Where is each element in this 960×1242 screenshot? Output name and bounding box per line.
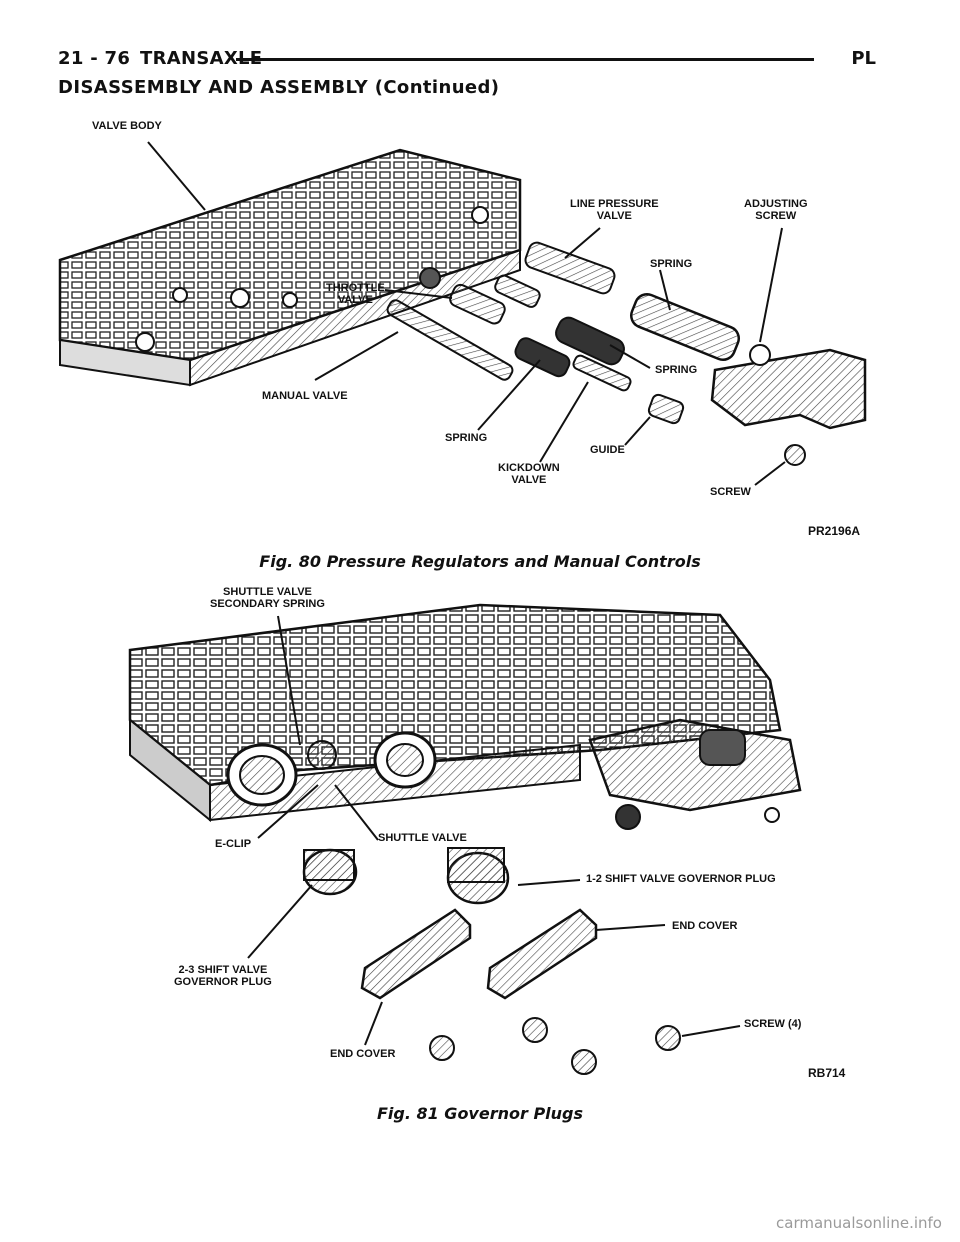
manual-valve-drawing [386,299,514,381]
label-shuttle-valve-secondary-spring: SHUTTLE VALVE SECONDARY SPRING [210,586,325,610]
label-screw: SCREW [710,486,751,498]
page-header: 21 - 76 TRANSAXLE PL [58,46,876,74]
line-pressure-valve-drawing [524,241,616,295]
figure-80-illustration [58,141,867,486]
label-1-2-shift-valve-governor-plug: 1-2 SHIFT VALVE GOVERNOR PLUG [586,873,776,885]
label-guide: GUIDE [590,444,625,456]
end-cover-right-drawing [486,908,598,1000]
label-line-pressure-valve: LINE PRESSURE VALVE [570,198,659,222]
label-end-cover-left: END COVER [330,1048,396,1060]
footer-watermark[interactable]: carmanualsonline.info [776,1214,942,1232]
section-heading: DISASSEMBLY AND ASSEMBLY (Continued) [58,77,500,98]
label-throttle-valve: THROTTLE VALVE [326,282,385,306]
screw-drawing [784,444,806,466]
header-rule [236,58,814,61]
label-screw-4: SCREW (4) [744,1018,802,1030]
label-adjusting-screw: ADJUSTING SCREW [744,198,808,222]
guide-drawing [647,393,685,425]
figure-80: VALVE BODY LINE PRESSURE VALVE ADJUSTING… [0,110,960,550]
label-spring-middle: SPRING [655,364,698,376]
spring-upper-drawing [630,293,740,361]
figure-81: SHUTTLE VALVE SECONDARY SPRING E-CLIP SH… [0,580,960,1090]
page-reference: 21 - 76 [58,48,131,69]
label-kickdown-valve: KICKDOWN VALVE [498,462,560,486]
end-cover-left-drawing [360,908,472,1000]
figure-80-caption: Fig. 80 Pressure Regulators and Manual C… [259,552,701,571]
figure-81-caption: Fig. 81 Governor Plugs [376,1104,584,1123]
plug-2-3-drawing [302,848,358,896]
spring-lower-drawing [514,337,571,378]
label-shuttle-valve: SHUTTLE VALVE [378,832,467,844]
label-spring-lower: SPRING [445,432,488,444]
plug-1-2-drawing [446,847,510,905]
kickdown-valve-drawing [572,354,632,392]
label-e-clip: E-CLIP [215,838,252,850]
manual-lever-drawing-81 [588,718,802,830]
model-code: PL [851,48,876,69]
label-spring-upper: SPRING [650,258,693,270]
spring-middle-drawing [555,316,625,366]
figure-80-code: PR2196A [808,524,861,538]
label-2-3-shift-valve-governor-plug: 2-3 SHIFT VALVE GOVERNOR PLUG [174,964,272,988]
throttle-valve-drawing [449,274,541,325]
figure-81-illustration [128,603,802,1075]
bracket-drawing [710,344,867,430]
section-title: TRANSAXLE [140,48,263,69]
valve-body-drawing [58,148,522,387]
figure-81-code: RB714 [808,1066,846,1080]
label-valve-body: VALVE BODY [92,120,162,132]
screws-drawing-81 [429,1017,681,1075]
label-manual-valve: MANUAL VALVE [262,390,348,402]
label-end-cover-right: END COVER [672,920,738,932]
